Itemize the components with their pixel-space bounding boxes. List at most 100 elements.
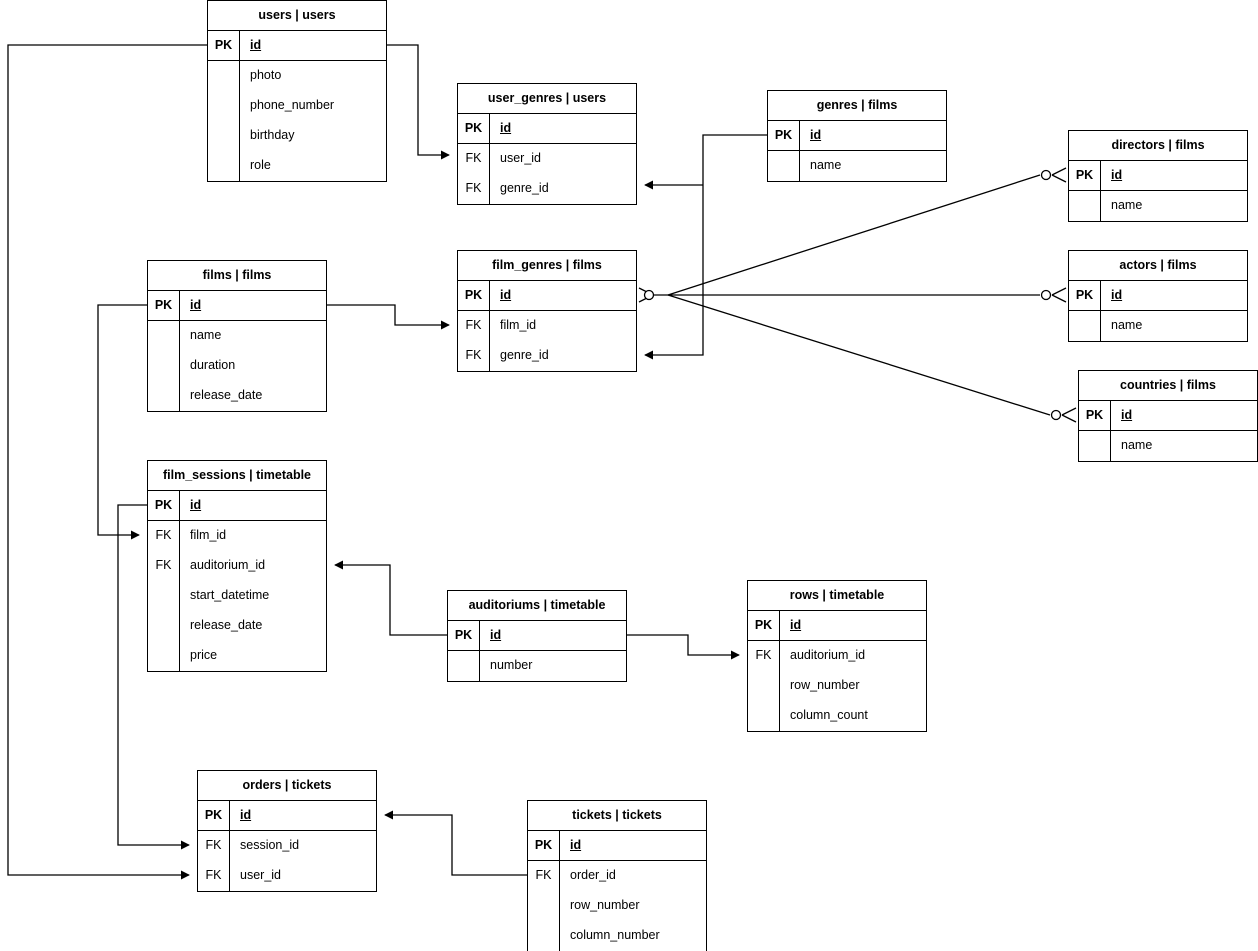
attribute-list: name [1069,311,1247,341]
field-name-pk: id [190,498,202,512]
attribute-list: number [448,651,626,681]
field-name-pk: id [500,121,512,135]
entity-title-auditoriums: auditoriums | timetable [448,591,626,621]
field-name: row_number [790,678,860,692]
key-badge-fk: FK [458,311,490,341]
attribute-row: name [1069,311,1247,341]
key-badge-fk: FK [458,174,490,204]
key-badge-pk: PK [148,491,180,520]
key-badge-none [208,151,240,181]
field-name: name [810,158,842,172]
key-badge-none [1079,431,1111,461]
key-badge-fk: FK [458,341,490,371]
field-name-pk: id [1121,408,1133,422]
key-badge-none [208,121,240,151]
crowfoot-directors [1040,167,1067,183]
entity-title-tickets: tickets | tickets [528,801,706,831]
key-badge-pk: PK [1069,161,1101,190]
field-name-pk: id [1111,288,1123,302]
attribute-row: start_datetime [148,581,326,611]
edge-users-to-user-genres [387,44,450,160]
field-name: genre_id [500,181,549,195]
attribute-list: name [1069,191,1247,221]
key-badge-none [1069,191,1101,221]
entity-title-users: users | users [208,1,386,31]
key-badge-none [208,61,240,91]
attribute-row: phone_number [208,91,386,121]
field-name: order_id [570,868,616,882]
field-name: genre_id [500,348,549,362]
entity-title-rows: rows | timetable [748,581,926,611]
entity-title-countries: countries | films [1079,371,1257,401]
key-badge-pk: PK [1069,281,1101,310]
entity-title-actors: actors | films [1069,251,1247,281]
attribute-row: column_count [748,701,926,731]
field-name: price [190,648,218,662]
key-badge-pk: PK [458,281,490,310]
entity-title-film_sessions: film_sessions | timetable [148,461,326,491]
field-name: photo [250,68,282,82]
field-name: name [1111,198,1143,212]
key-badge-pk: PK [448,621,480,650]
pk-row: PK id [148,491,326,521]
attribute-row: name [1069,191,1247,221]
entity-title-film_genres: film_genres | films [458,251,636,281]
key-badge-none [148,351,180,381]
key-badge-none [768,151,800,181]
key-badge-pk: PK [1079,401,1111,430]
field-name-pk: id [240,808,252,822]
key-badge-fk: FK [148,521,180,551]
field-name: birthday [250,128,295,142]
key-badge-fk: FK [198,831,230,861]
key-badge-pk: PK [768,121,800,150]
key-badge-none [748,701,780,731]
key-badge-fk: FK [148,551,180,581]
key-badge-none [148,581,180,611]
field-name: start_datetime [190,588,270,602]
edge-genres-trunk [702,134,767,185]
field-name: column_number [570,928,660,942]
field-name: name [190,328,222,342]
field-name: film_id [190,528,227,542]
key-badge-none [148,611,180,641]
attribute-row: duration [148,351,326,381]
attribute-list: name [1079,431,1257,461]
attribute-row: name [1079,431,1257,461]
field-name-pk: id [500,288,512,302]
key-badge-none [748,671,780,701]
attribute-row: row_number [748,671,926,701]
edge-film-genres-to-countries [667,294,1051,416]
edge-tickets-to-orders [384,810,527,876]
attribute-row: release_date [148,381,326,411]
entity-title-genres: genres | films [768,91,946,121]
